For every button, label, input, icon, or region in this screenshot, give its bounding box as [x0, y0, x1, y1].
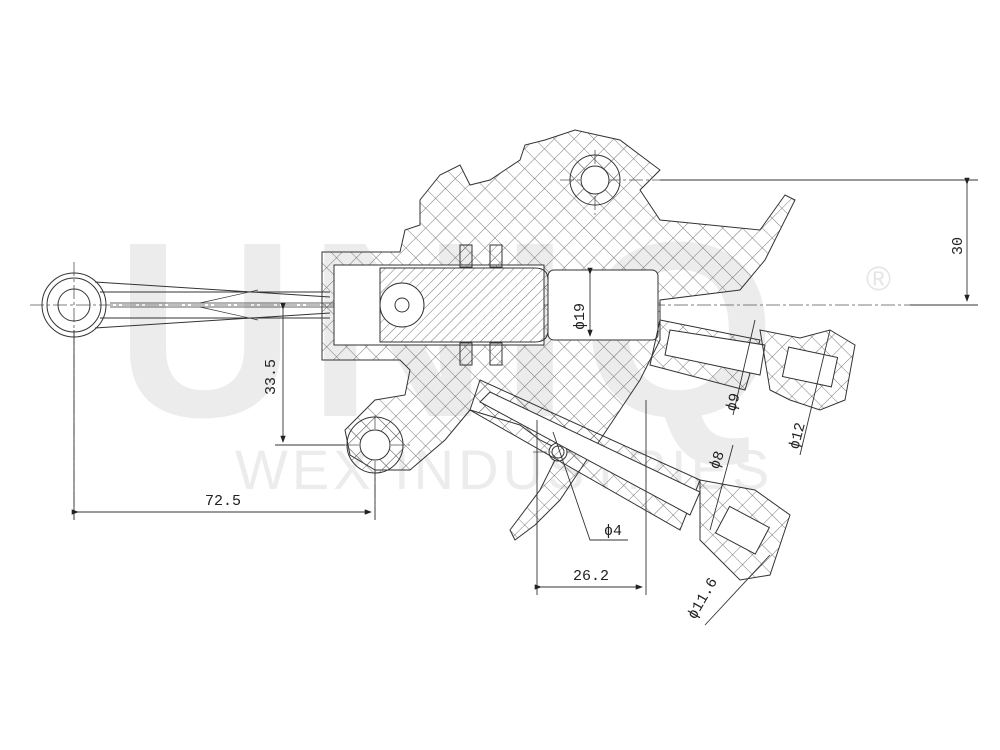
- inlet-port: [469, 379, 791, 581]
- dim-phi4: ϕ4: [604, 523, 622, 540]
- cylinder-body: [321, 129, 796, 541]
- outlet-port: [649, 319, 856, 411]
- dim-phi9: ϕ9: [723, 391, 744, 413]
- dim-26-2: 26.2: [573, 568, 609, 585]
- dim-33-5: 33.5: [263, 359, 280, 395]
- dim-phi19: ϕ19: [572, 303, 589, 330]
- dim-phi8: ϕ8: [707, 449, 729, 472]
- watermark-registered-mark: ®: [866, 260, 892, 298]
- dim-phi12: ϕ12: [786, 421, 809, 451]
- dim-30: 30: [950, 237, 967, 255]
- dim-phi11-6: ϕ11.6: [685, 575, 722, 622]
- dim-72-5: 72.5: [205, 493, 241, 510]
